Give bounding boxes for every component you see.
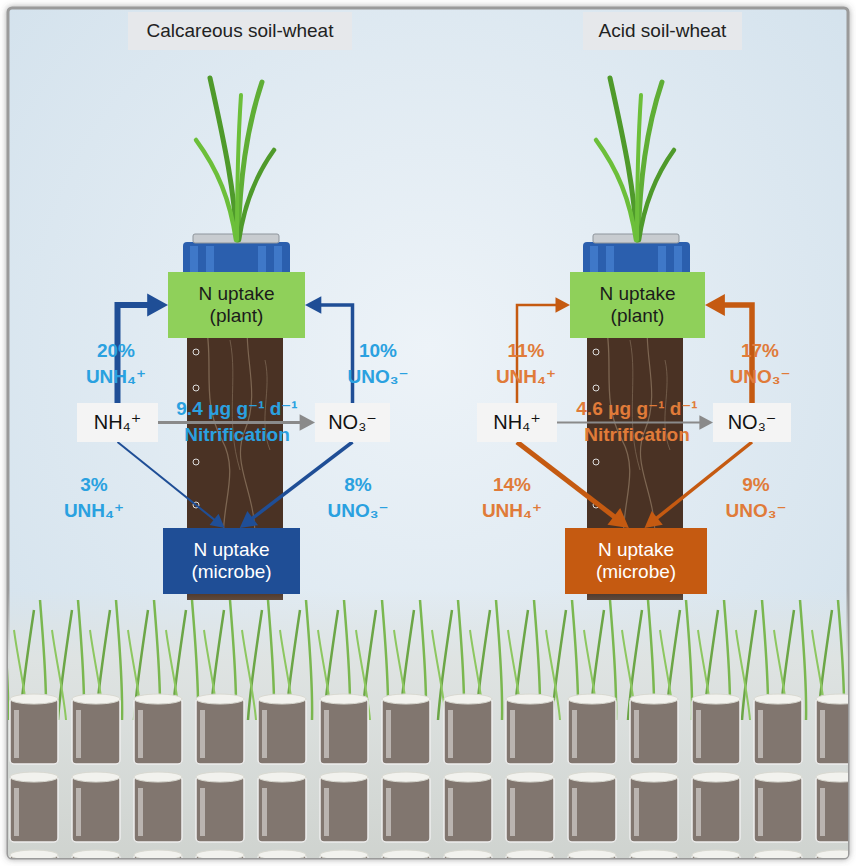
edge-label: 4.6 μg g⁻¹ d⁻¹ Nitrification [557,396,717,448]
uptake-arrow [118,442,215,520]
box-text: Acid soil-wheat [599,20,727,42]
edge-label: 17% UNO₃⁻ [728,338,792,390]
box-text: N uptake (microbe) [175,539,288,583]
arrow-head [240,511,258,528]
box-text: NH₄⁺ [493,411,541,434]
nitrification-arrow [158,421,301,424]
photo-background [8,590,848,858]
box-text: N uptake (plant) [584,283,691,327]
uptake-arrow [320,305,352,403]
panel-heading: Acid soil-wheat [583,12,742,50]
box-text: N uptake (plant) [182,283,291,327]
plant-uptake-box: N uptake (plant) [168,272,305,338]
edge-label: 20% UNH₄⁺ [84,338,148,390]
edge-label: 11% UNH₄⁺ [494,338,558,390]
microbe-uptake-box: N uptake (microbe) [565,528,707,594]
arrow-head [300,414,315,431]
box-text: N uptake (microbe) [577,539,695,583]
edge-label: 14% UNH₄⁺ [480,472,544,524]
nitrate-box: NO₃⁻ [315,403,390,442]
right-column [583,78,690,600]
arrow-head [305,296,321,314]
box-text: NH₄⁺ [94,411,142,434]
nitrate-box: NO₃⁻ [713,403,791,442]
arrow-head [147,293,168,316]
box-text: Calcareous soil-wheat [147,20,334,42]
ammonium-box: NH₄⁺ [77,403,158,442]
greenhouse-photo [8,590,848,858]
arrow-head [556,297,571,313]
box-text: NO₃⁻ [328,411,377,434]
arrow-head [699,415,713,429]
pots [8,690,848,858]
left-column [183,78,290,600]
ammonium-box: NH₄⁺ [477,403,557,442]
edge-label: 9% UNO₃⁻ [724,472,788,524]
arrow-head [705,294,725,316]
nitrification-arrow [557,422,700,424]
edge-label: 8% UNO₃⁻ [326,472,390,524]
panel-heading: Calcareous soil-wheat [128,12,352,50]
edge-label: 10% UNO₃⁻ [346,338,410,390]
box-text: NO₃⁻ [728,411,777,434]
microbe-uptake-box: N uptake (microbe) [163,528,300,594]
edge-label: 3% UNH₄⁺ [62,472,126,524]
arrow-head [210,514,225,528]
plant-uptake-box: N uptake (plant) [570,272,705,338]
edge-label: 9.4 μg g⁻¹ d⁻¹ Nitrification [157,396,317,448]
